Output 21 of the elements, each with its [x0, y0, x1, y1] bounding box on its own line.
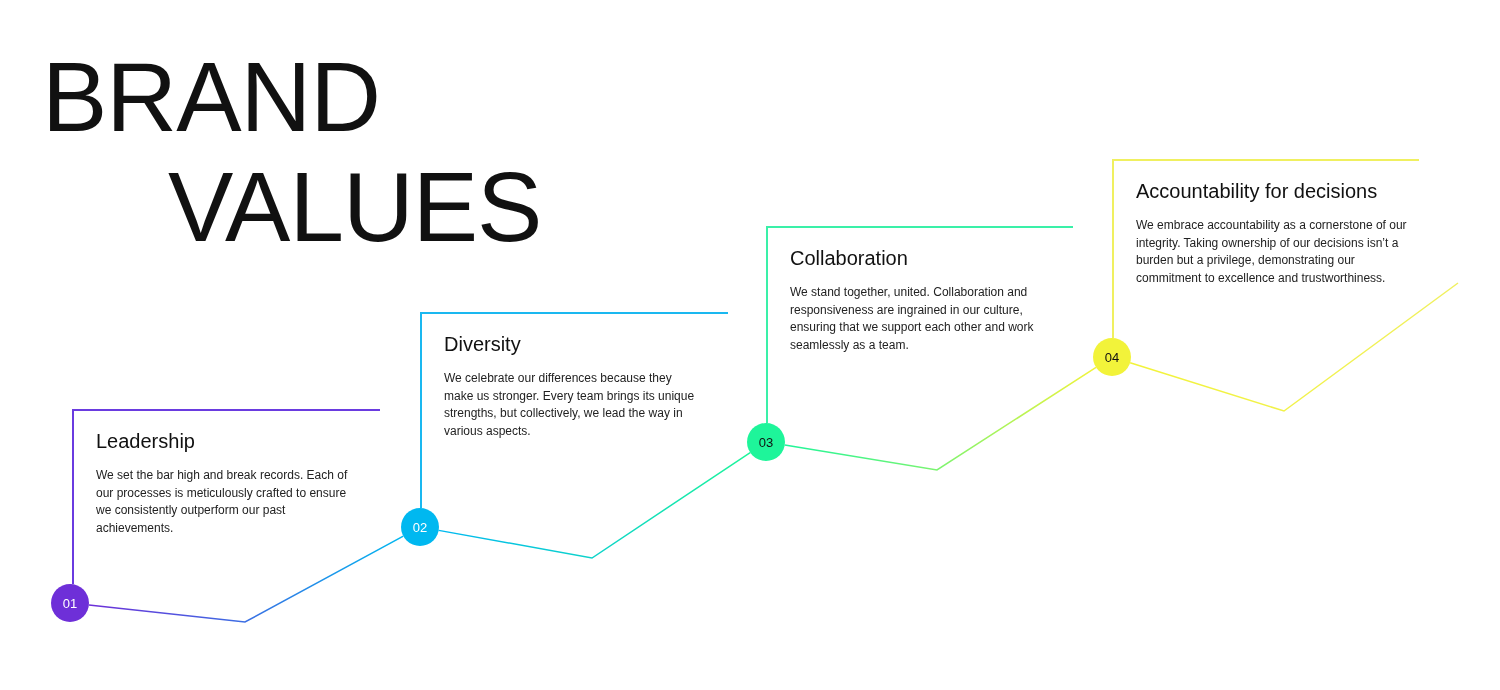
step-number-circle: 02: [401, 508, 439, 546]
value-description: We set the bar high and break records. Each of our processes is meticulously crafted to ensure we consistently outperform our past achievements.: [96, 467, 349, 537]
value-panel: [1112, 159, 1419, 292]
value-heading: Accountability for decisions: [1136, 179, 1378, 203]
value-description: We stand together, united. Collaboration and responsiveness are ingrained in our culture, ensuring that we support each other and work seamlessly as a team.: [790, 284, 1035, 354]
step-number-circle: 03: [747, 423, 785, 461]
value-panel: [766, 226, 1073, 359]
step-number-circle: 04: [1093, 338, 1131, 376]
value-description: We celebrate our differences because they make us stronger. Every team brings its unique strengths, but collectively, we lead the way in various aspects.: [444, 370, 696, 440]
value-panel: [420, 312, 728, 445]
connector-line: [1129, 282, 1459, 412]
value-panel: [72, 409, 380, 539]
connector-line: [784, 366, 1097, 471]
value-heading: Diversity: [444, 332, 521, 356]
title: BRAND VALUES: [42, 42, 543, 262]
connector-line: [437, 451, 751, 559]
connector-line: [88, 535, 405, 623]
value-description: We embrace accountability as a cornerstone of our integrity. Taking ownership of our decisions isn’t a burden but a privilege, demonstrating our commitment to excellence and trustworthiness.: [1136, 217, 1408, 287]
value-heading: Leadership: [96, 429, 195, 453]
step-number-circle: 01: [51, 584, 89, 622]
value-heading: Collaboration: [790, 246, 908, 270]
